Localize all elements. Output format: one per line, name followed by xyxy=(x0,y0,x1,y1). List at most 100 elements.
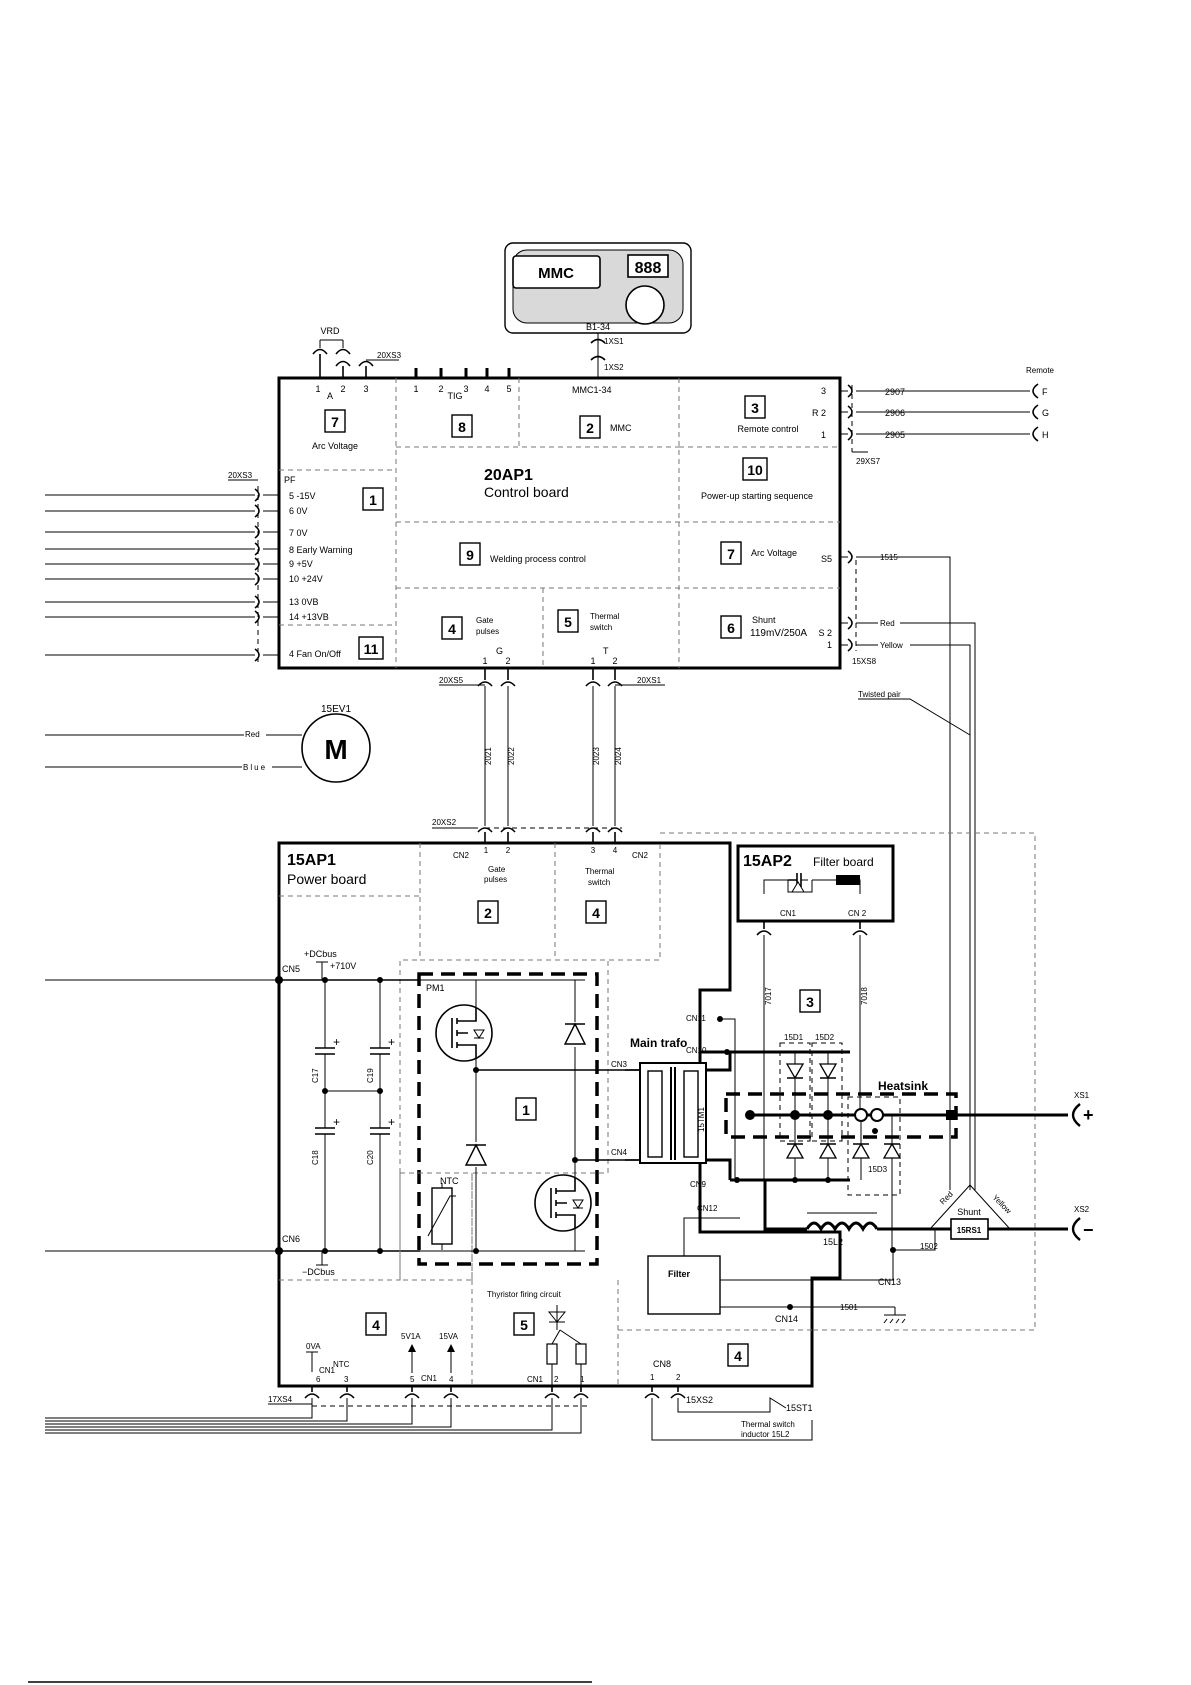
control-board-name: Control board xyxy=(484,484,569,500)
filter-board: 15AP2 Filter board CN1 CN 2 7017 7018 3 xyxy=(736,844,895,1180)
svg-text:2: 2 xyxy=(676,1373,681,1382)
svg-text:10 +24V: 10 +24V xyxy=(289,574,323,584)
svg-text:Red: Red xyxy=(245,730,260,739)
svg-text:G: G xyxy=(1042,408,1049,418)
pf-label: PF xyxy=(284,475,296,485)
svg-text:Arc Voltage: Arc Voltage xyxy=(751,548,797,558)
xs5-label: 20XS5 xyxy=(439,676,464,685)
tig-pin-2: 2 xyxy=(438,384,443,394)
mmc-knob xyxy=(625,285,665,325)
svg-text:+: + xyxy=(388,1035,395,1049)
svg-text:Shunt: Shunt xyxy=(752,615,776,625)
svg-text:15VA: 15VA xyxy=(439,1332,459,1341)
svg-text:+: + xyxy=(333,1035,340,1049)
svg-text:4: 4 xyxy=(449,1375,454,1384)
tig-pin-3: 3 xyxy=(463,384,468,394)
filter-block: Filter CN14 1501 xyxy=(647,1217,906,1324)
svg-text:C20: C20 xyxy=(366,1150,375,1165)
svg-text:4: 4 xyxy=(448,621,456,637)
svg-text:15D3: 15D3 xyxy=(868,1165,888,1174)
cb-block-1: 1 xyxy=(362,487,384,511)
cb-block-9: 9 Welding process control xyxy=(459,542,586,566)
svg-text:2: 2 xyxy=(586,420,594,436)
svg-text:−DCbus: −DCbus xyxy=(302,1267,335,1277)
power-board-name: Power board xyxy=(287,871,366,887)
svg-text:Thyristor firing circuit: Thyristor firing circuit xyxy=(487,1290,562,1299)
svg-text:1: 1 xyxy=(482,656,487,666)
cb-block-7a: 7 Arc Voltage xyxy=(312,409,358,451)
svg-text:CN2: CN2 xyxy=(453,851,470,860)
svg-text:Heatsink: Heatsink xyxy=(878,1079,928,1093)
svg-text:15AP2: 15AP2 xyxy=(743,853,792,870)
svg-text:7 0V: 7 0V xyxy=(289,528,308,538)
svg-text:2: 2 xyxy=(484,905,492,921)
fan-symbol: M xyxy=(324,734,347,765)
svg-text:6: 6 xyxy=(316,1375,321,1384)
svg-text:3: 3 xyxy=(344,1375,349,1384)
svg-text:CN2: CN2 xyxy=(632,851,649,860)
svg-text:4: 4 xyxy=(592,905,600,921)
mmc-xs1: 1XS1 xyxy=(604,337,624,346)
svg-text:5: 5 xyxy=(520,1317,528,1333)
svg-text:119mV/250A: 119mV/250A xyxy=(750,628,807,639)
svg-text:Red: Red xyxy=(880,619,895,628)
svg-text:4 Fan On/Off: 4 Fan On/Off xyxy=(289,649,341,659)
pin-a3: 3 xyxy=(363,384,368,394)
control-board-mmc-conn: MMC1-34 xyxy=(572,385,612,395)
svg-text:15XS8: 15XS8 xyxy=(852,657,877,666)
svg-text:7: 7 xyxy=(331,414,339,430)
svg-text:15XS2: 15XS2 xyxy=(686,1395,713,1405)
fan-motor: M 15EV1 Red Blue xyxy=(45,704,371,783)
svg-text:0VA: 0VA xyxy=(306,1342,321,1351)
pin-a-label: A xyxy=(327,391,333,401)
svg-text:11: 11 xyxy=(364,641,379,657)
mmc-label: MMC xyxy=(538,265,574,282)
svg-text:10: 10 xyxy=(747,462,763,478)
svg-text:17XS4: 17XS4 xyxy=(268,1395,293,1404)
svg-text:CN1: CN1 xyxy=(527,1375,544,1384)
svg-text:Shunt: Shunt xyxy=(957,1207,981,1217)
svg-text:pulses: pulses xyxy=(484,875,507,884)
svg-text:Thermal: Thermal xyxy=(585,867,615,876)
t-label: T xyxy=(603,646,609,656)
pf-wires xyxy=(45,486,279,662)
svg-text:15ST1: 15ST1 xyxy=(786,1403,813,1413)
mmc-label-box xyxy=(512,255,601,289)
svg-text:S 2: S 2 xyxy=(818,628,832,638)
pf-pins: 5 -15V 6 0V 7 0V 8 Early Warning 9 +5V 1… xyxy=(289,491,353,659)
svg-text:2: 2 xyxy=(554,1375,559,1384)
svg-text:7018: 7018 xyxy=(860,987,869,1005)
pb-block-2: 2 xyxy=(477,900,499,924)
svg-text:CN5: CN5 xyxy=(282,964,300,974)
twisted-pair-label: Twisted pair xyxy=(858,690,901,699)
svg-text:3: 3 xyxy=(751,400,759,416)
cb-block-10: 10 Power-up starting sequence xyxy=(701,457,813,501)
svg-text:CN 2: CN 2 xyxy=(848,909,867,918)
pb-block-1: 1 xyxy=(515,1097,537,1121)
svg-text:15TM1: 15TM1 xyxy=(697,1107,706,1132)
svg-text:2: 2 xyxy=(505,656,510,666)
svg-text:CN1: CN1 xyxy=(780,909,797,918)
svg-text:2: 2 xyxy=(612,656,617,666)
tig-stubs xyxy=(414,368,511,378)
tig-pin-4: 4 xyxy=(484,384,489,394)
remote-connectors: 3 R 2 1 29XS7 2907 2906 2905 Remote F G … xyxy=(812,366,1055,466)
svg-text:3: 3 xyxy=(591,846,596,855)
svg-text:2024: 2024 xyxy=(614,747,623,765)
svg-text:Main trafo: Main trafo xyxy=(630,1036,687,1050)
svg-text:+: + xyxy=(388,1115,395,1129)
svg-text:2907: 2907 xyxy=(885,387,905,397)
svg-text:2022: 2022 xyxy=(507,747,516,765)
g-label: G xyxy=(496,646,503,656)
svg-text:5V1A: 5V1A xyxy=(401,1332,421,1341)
svg-text:1: 1 xyxy=(522,1102,530,1118)
svg-text:−: − xyxy=(1083,1220,1094,1240)
svg-text:R 2: R 2 xyxy=(812,408,826,418)
svg-text:NTC: NTC xyxy=(333,1360,350,1369)
svg-text:14 +13VB: 14 +13VB xyxy=(289,612,329,622)
svg-text:1: 1 xyxy=(650,1373,655,1382)
ntc-sensor: NTC xyxy=(399,1172,473,1281)
cb-block-5: 5 Thermal switch xyxy=(557,609,620,633)
svg-text:1515: 1515 xyxy=(880,553,898,562)
svg-text:4: 4 xyxy=(613,846,618,855)
